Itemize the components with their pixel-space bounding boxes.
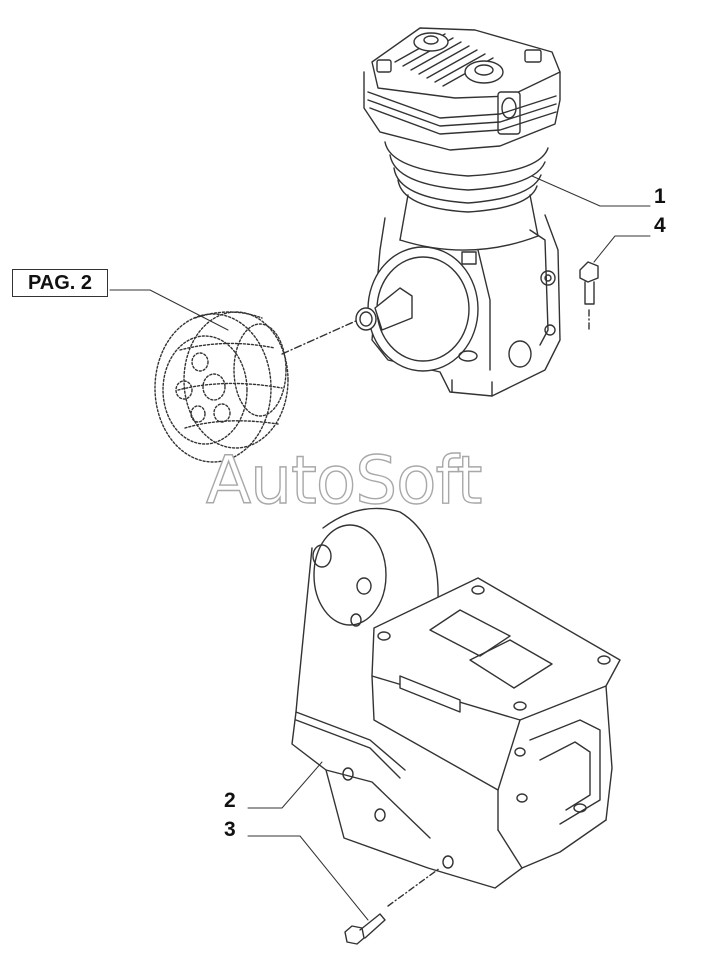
pulley-axis-line bbox=[281, 319, 359, 355]
compressor-assembly bbox=[355, 27, 561, 397]
bracket-assembly bbox=[291, 507, 621, 889]
bolt-part-3 bbox=[344, 867, 441, 945]
callout-part-4[interactable]: 4 bbox=[654, 214, 666, 237]
leader-lines bbox=[109, 175, 651, 921]
autosoft-watermark: AutoSoft bbox=[205, 442, 483, 519]
page-reference-box[interactable]: PAG. 2 bbox=[12, 269, 108, 297]
callout-part-1[interactable]: 1 bbox=[654, 185, 666, 208]
callout-part-2[interactable]: 2 bbox=[224, 789, 236, 812]
pulley-reference bbox=[154, 311, 289, 463]
bolt-part-4 bbox=[579, 261, 599, 333]
callout-part-3[interactable]: 3 bbox=[224, 818, 236, 841]
